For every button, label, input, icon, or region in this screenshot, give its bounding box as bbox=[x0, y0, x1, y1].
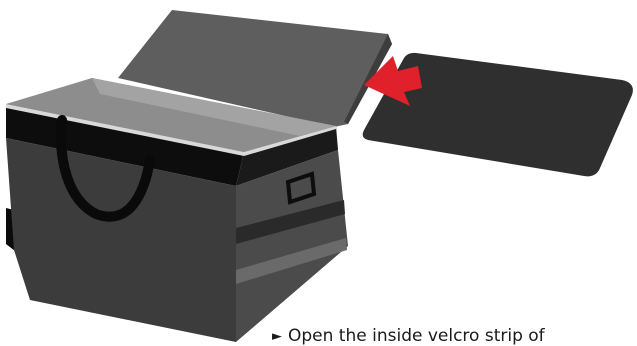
side-handle bbox=[285, 171, 317, 205]
carry-strap bbox=[56, 115, 155, 222]
red-arrow-icon bbox=[364, 56, 422, 106]
instruction-caption: ► Open the inside velcro strip of bbox=[272, 326, 545, 346]
side-band-dark bbox=[236, 200, 345, 244]
instruction-text: Open the inside velcro strip of bbox=[288, 326, 545, 346]
rim-side bbox=[236, 126, 338, 186]
side-band-light bbox=[236, 238, 347, 284]
insert-panel bbox=[362, 52, 633, 177]
box-side bbox=[236, 150, 348, 342]
bullet-icon: ► bbox=[272, 328, 282, 344]
lid-edge bbox=[344, 34, 392, 124]
interior-shade bbox=[92, 78, 336, 136]
box-front bbox=[6, 138, 236, 342]
box-interior bbox=[6, 78, 336, 152]
open-lid bbox=[118, 10, 392, 127]
